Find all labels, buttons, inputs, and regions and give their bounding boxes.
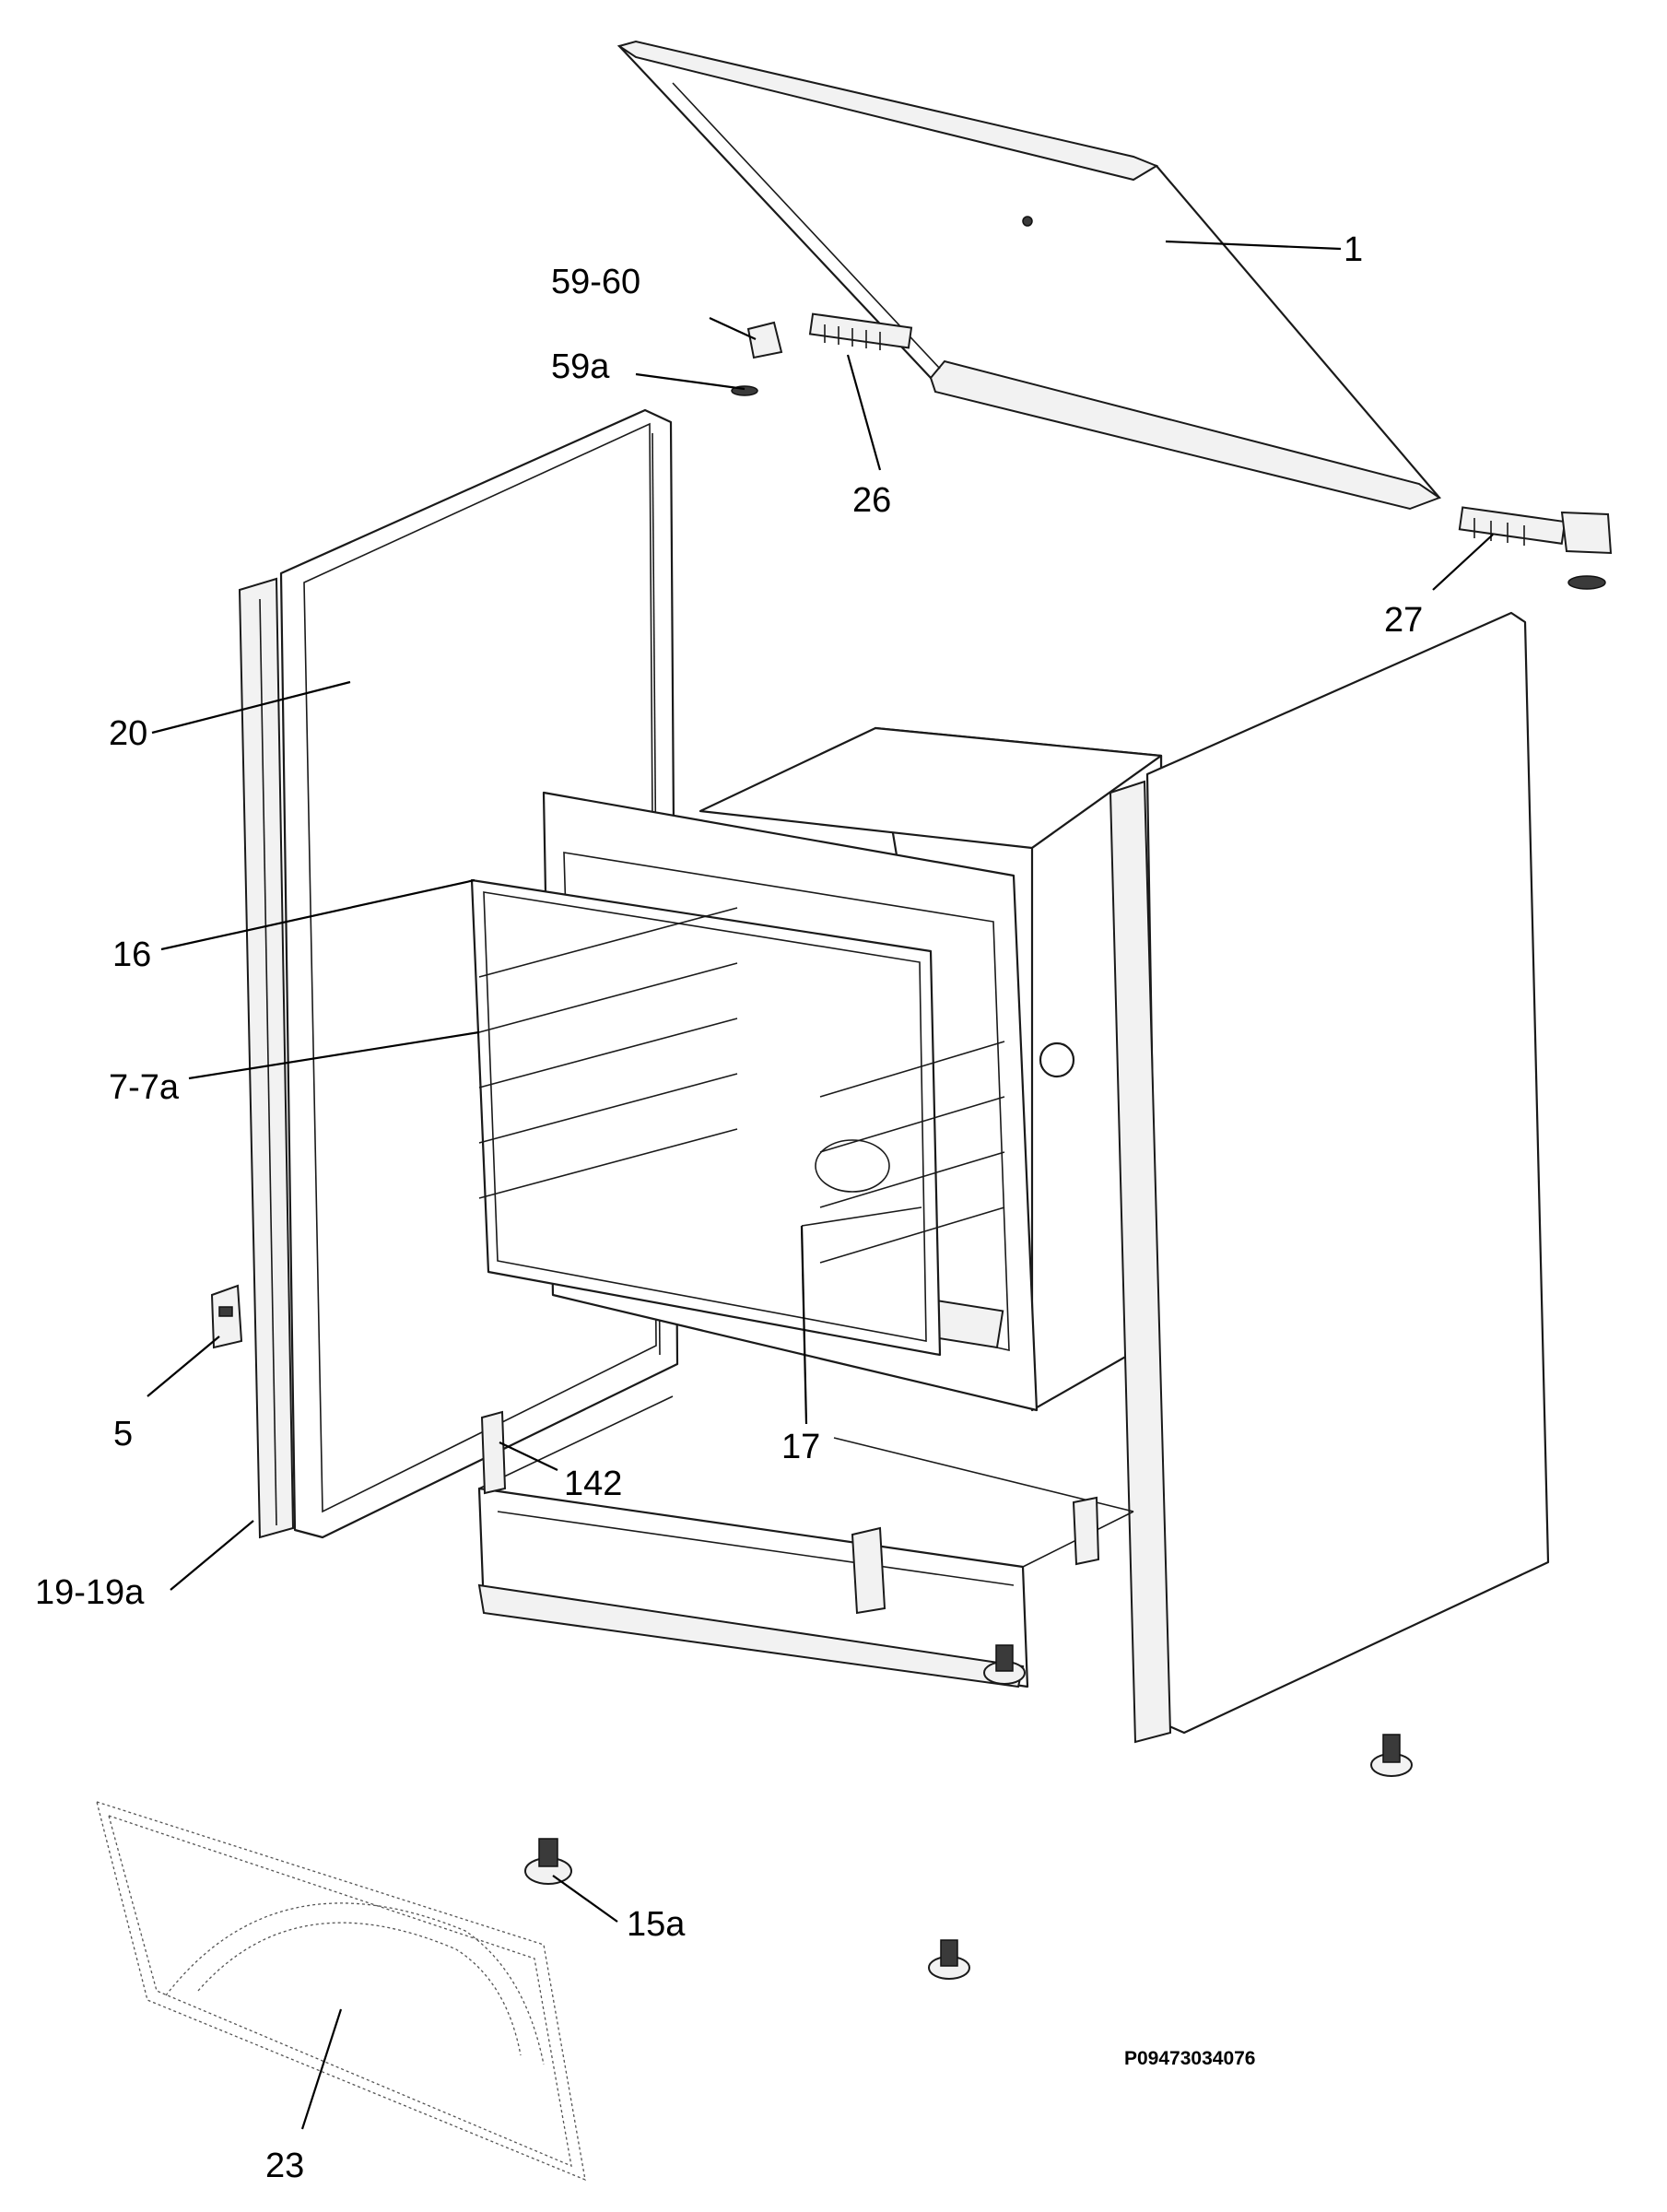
kickplate-panel[interactable]	[96, 1801, 586, 2182]
adjustable-foot[interactable]	[928, 1939, 970, 1980]
leader-line	[160, 878, 475, 951]
top-lid[interactable]	[616, 40, 1442, 511]
callout-label: 59a	[551, 347, 610, 386]
leader-line	[552, 1875, 618, 1923]
leader-line	[188, 1030, 480, 1080]
hinge-bracket-59-60[interactable]	[731, 321, 783, 396]
leader-line	[170, 1520, 254, 1591]
callout-label: 5	[113, 1415, 133, 1453]
left-frame-rail[interactable]	[238, 577, 295, 1539]
callout-label: 23	[265, 2147, 304, 2185]
leader-line	[151, 680, 351, 735]
leader-line	[800, 1225, 808, 1425]
callout-label: 17	[781, 1428, 820, 1466]
right-frame-rail[interactable]	[1109, 780, 1172, 1744]
adjustable-foot[interactable]	[524, 1838, 572, 1885]
leader-line	[1165, 240, 1342, 251]
oven-rear-part[interactable]	[801, 1139, 922, 1227]
drawing-code: P09473034076	[1124, 2048, 1255, 2069]
leader-line	[709, 317, 757, 340]
bracket-right[interactable]	[1072, 1496, 1100, 1566]
callout-label: 26	[852, 481, 891, 520]
callout-label: 7-7a	[109, 1068, 180, 1107]
bracket-142[interactable]	[480, 1410, 507, 1495]
leader-line	[300, 2008, 343, 2130]
callout-label: 27	[1384, 601, 1423, 640]
leader-line	[499, 1441, 558, 1471]
bracket-center[interactable]	[851, 1526, 886, 1615]
callout-label: 142	[564, 1465, 622, 1503]
callout-label: 20	[109, 714, 147, 753]
hinge-spring-27[interactable]	[1458, 506, 1613, 590]
leader-line	[635, 372, 745, 391]
adjustable-foot[interactable]	[1370, 1734, 1413, 1777]
callout-label: 19-19a	[35, 1573, 145, 1612]
callout-label: 15a	[627, 1905, 686, 1944]
callout-label: 1	[1344, 230, 1363, 269]
leader-line	[846, 354, 882, 471]
right-side-panel[interactable]	[1145, 611, 1550, 1735]
leader-line	[147, 1335, 220, 1397]
hinge-spring-26[interactable]	[808, 312, 913, 350]
callout-label: 59-60	[551, 263, 640, 301]
adjustable-foot[interactable]	[983, 1644, 1026, 1685]
hinge-bracket-5[interactable]	[210, 1284, 243, 1349]
callout-label: 16	[112, 935, 151, 974]
oven-shelf-rails[interactable]	[478, 907, 1005, 1264]
leader-line	[1432, 534, 1494, 591]
bottom-plinth[interactable]	[477, 1395, 1134, 1688]
